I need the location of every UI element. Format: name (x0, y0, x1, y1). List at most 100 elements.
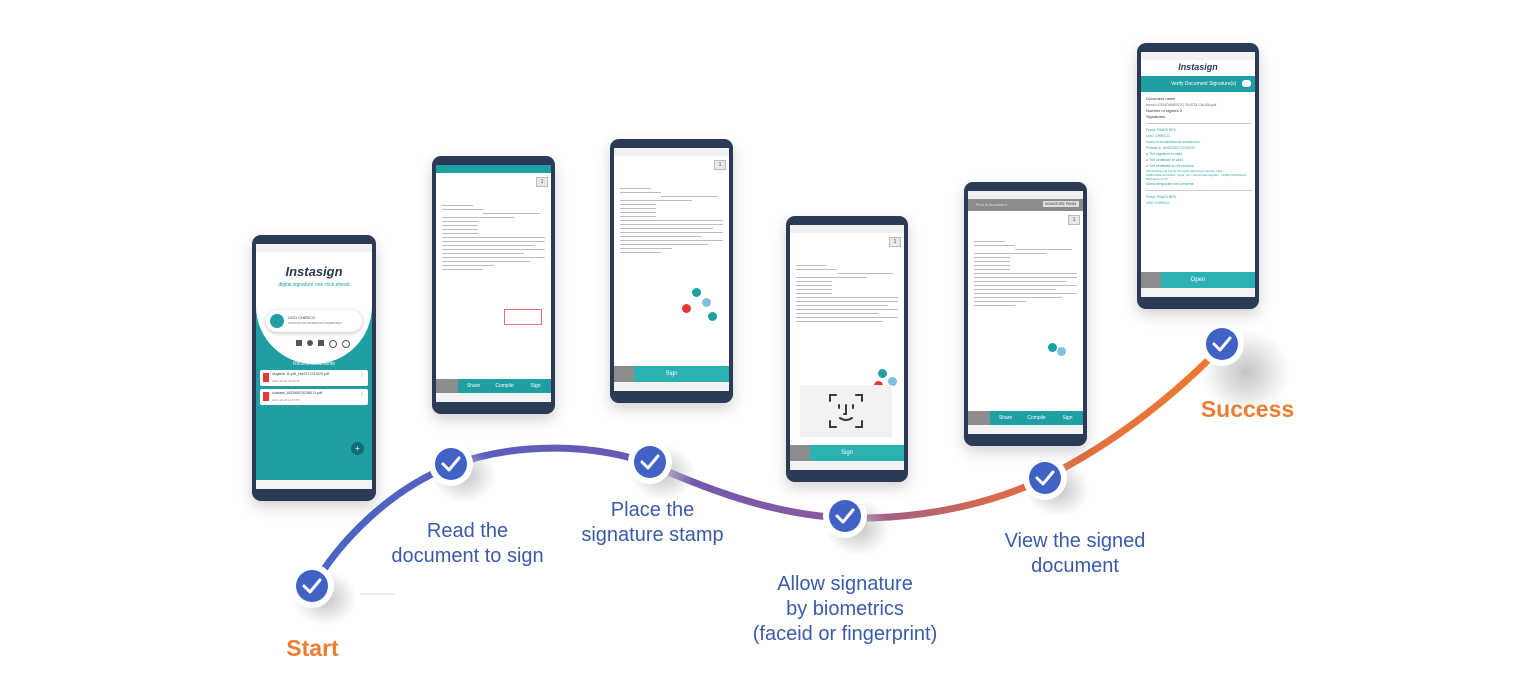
recent-file-1[interactable]: Ungeme 11.pdf_1649717237623.pdf 2021-10-… (260, 370, 368, 386)
help-icon[interactable] (342, 340, 350, 348)
phone-biometrics: 1 Sign (786, 216, 908, 482)
info-icon[interactable] (329, 340, 337, 348)
back-icon[interactable] (790, 445, 810, 461)
status-bar (790, 225, 904, 233)
search-bar: Find in document SIGNATURE PANEL (968, 199, 1083, 211)
phone-verify-signature: Instasign Verify Document Signature(s) D… (1137, 43, 1259, 309)
step-label-start: Start (286, 635, 339, 661)
file-date: 2021-10-22 11:27:55 (272, 398, 300, 402)
android-nav-bar (968, 425, 1083, 434)
add-user-icon[interactable] (307, 340, 313, 346)
back-icon[interactable] (968, 411, 990, 425)
verify-header: Verify Document Signature(s) (1141, 76, 1255, 92)
page-indicator: 1 (1068, 215, 1080, 225)
signature-panel-button[interactable]: SIGNATURE PANEL (1042, 201, 1079, 207)
app-tagline: digital signature one click ahead (278, 282, 350, 288)
signature-2-name: UGO CHIRICO (1146, 201, 1170, 205)
signature-2-title: Firma: PAdES BES (1146, 195, 1176, 199)
sign-button[interactable]: Sign (840, 450, 853, 456)
step-label-read: Read the document to sign (391, 520, 544, 567)
status-bar (256, 244, 372, 252)
status-bar (1141, 52, 1255, 60)
android-nav-bar (614, 382, 729, 391)
share-button[interactable]: Share (466, 383, 481, 389)
step-marker-6 (1200, 322, 1290, 414)
recent-file-2[interactable]: contract_1622906752368 11.pdf 2021-10-22… (260, 389, 368, 405)
check-circle-icon: ● (1146, 164, 1149, 168)
verify-details: Document name annul LICENZIAMENTO GIUSTA… (1146, 96, 1252, 206)
verify-title: Verify Document Signature(s) (1171, 81, 1237, 87)
open-bar: Open (1141, 272, 1255, 288)
more-options-icon[interactable]: ⋮ (359, 392, 365, 398)
phone-read-document: 1 Share Compile Sign (432, 156, 555, 414)
pdf-icon (263, 392, 269, 401)
document-toolbar: Share Compile Sign (968, 411, 1083, 425)
check-icon (1212, 336, 1232, 352)
step-marker-5 (1023, 456, 1090, 517)
status-bar (436, 165, 551, 173)
document-preview (974, 241, 1077, 309)
signature-avatar-icon (270, 314, 284, 328)
check-row-3: ● The certificate is not revoked (1146, 164, 1194, 168)
home-header: Instasign digital signature one click ah… (256, 252, 372, 364)
sign-button[interactable]: Sign (530, 383, 541, 389)
check-icon (1035, 470, 1055, 486)
signature-field (504, 309, 542, 325)
check-icon (640, 454, 660, 470)
compile-button[interactable]: Compile (495, 383, 514, 389)
phone-view-signed: Find in document SIGNATURE PANEL 1 Share… (964, 182, 1087, 446)
back-icon[interactable] (614, 366, 634, 382)
signature-1-title: Firma: PAdES BES (1146, 128, 1176, 132)
plus-icon[interactable]: + (351, 442, 364, 455)
file-name: Ungeme 11.pdf_1649717237623.pdf (272, 372, 329, 376)
search-input[interactable]: Find in document (976, 202, 1007, 207)
android-nav-bar (1141, 288, 1255, 297)
signers-count: 2 (1179, 108, 1183, 113)
open-button[interactable]: Open (1190, 277, 1206, 283)
status-bar (968, 191, 1083, 199)
signature-1-name: UGO CHIRICO (1146, 134, 1170, 138)
pdf-icon (263, 373, 269, 382)
signature-stamp[interactable] (682, 288, 722, 324)
android-nav-bar (256, 480, 372, 489)
user-name: UGO CHIRICO (288, 315, 316, 320)
android-nav-bar (790, 461, 904, 470)
step-marker-1 (290, 564, 357, 626)
sign-bar: Sign (614, 366, 729, 382)
doc-name-value: annul LICENZIAMENTO GIUSTA CAUSA.pdf (1146, 103, 1217, 107)
back-icon[interactable] (436, 379, 458, 393)
step-label-success: Success (1200, 396, 1295, 422)
back-icon[interactable] (1141, 272, 1161, 288)
app-logo: Instasign (1178, 62, 1218, 72)
phone-home-screen: Instasign digital signature one click ah… (252, 235, 376, 501)
phone-place-stamp: 1 Sign (610, 139, 733, 403)
status-bar (614, 148, 729, 156)
sign-button[interactable]: Sign (1062, 415, 1073, 421)
sign-bar: Sign (790, 445, 904, 461)
check-row-2: ● The certificate is valid (1146, 158, 1183, 162)
page-indicator: 1 (714, 160, 726, 170)
shuffle-icon[interactable] (318, 340, 324, 346)
share-button[interactable]: Share (998, 415, 1013, 421)
face-id-panel (800, 385, 892, 437)
signature-1-date: Firmato il: 10/02/2022 20:50:09 (1146, 146, 1195, 150)
check-icon (441, 456, 461, 472)
document-preview (442, 205, 545, 273)
user-card[interactable]: UGO CHIRICO CHRGUO70C09F839K/0470/DEBNDQ… (266, 310, 362, 332)
doc-name-label: Document name (1146, 96, 1176, 101)
more-options-icon[interactable]: ⋮ (359, 373, 365, 379)
quick-actions (296, 340, 350, 348)
sign-button[interactable]: Sign (665, 371, 678, 377)
file-name: contract_1622906752368 11.pdf (272, 391, 323, 395)
document-preview (796, 265, 898, 325)
check-circle-icon: ● (1146, 152, 1149, 156)
user-id: CHRGUO70C09F839K/0470/DEBNDQV (288, 321, 343, 325)
document-toolbar: Share Compile Sign (436, 379, 551, 393)
check-icon (835, 508, 855, 524)
step-label-biometrics: Allow signature by biometrics (faceid or… (752, 573, 938, 645)
step-label-view: View the signed document (1004, 530, 1146, 577)
qr-code-icon[interactable] (296, 340, 302, 346)
timestamp-status: Marca temporale non presente (1146, 182, 1194, 186)
compile-button[interactable]: Compile (1027, 415, 1046, 421)
